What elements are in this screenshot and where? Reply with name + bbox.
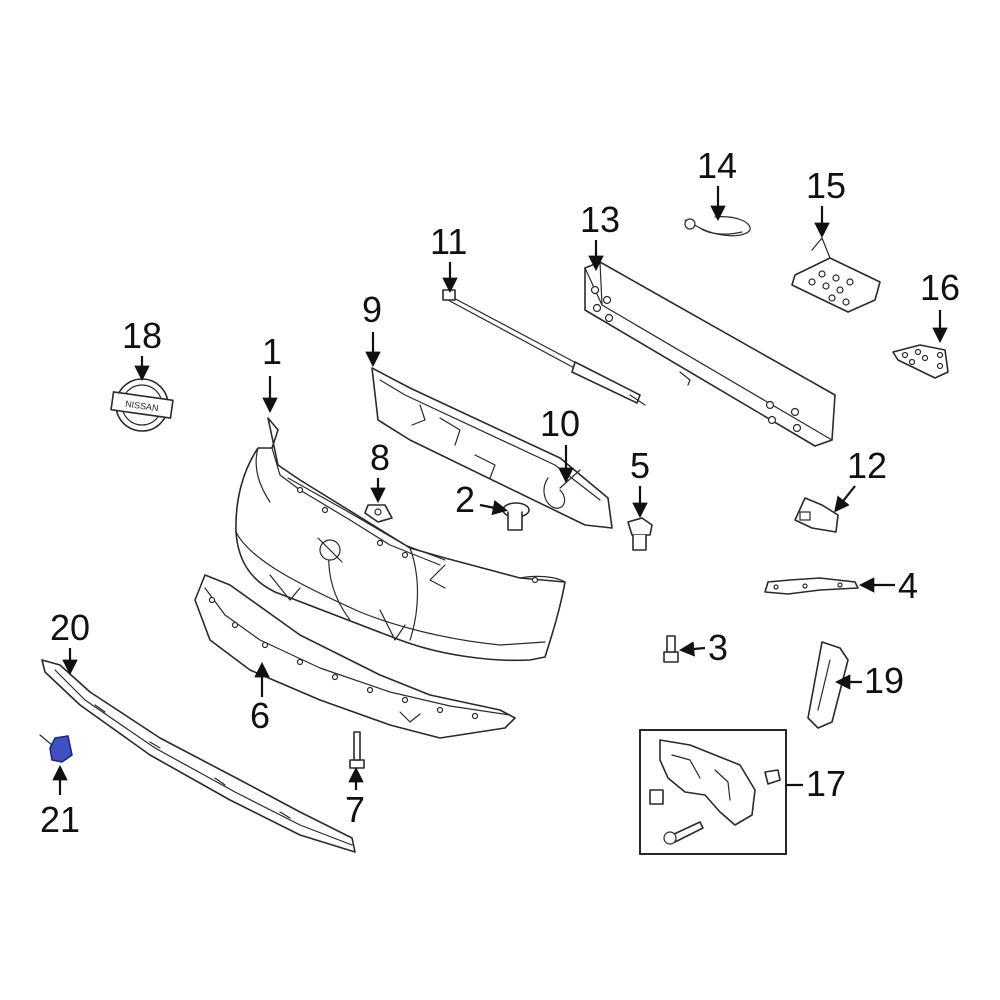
callout-label-1: 1 [262,331,282,372]
callout-8: 8 [370,437,390,504]
callout-label-16: 16 [920,267,960,308]
part-3-bolt[interactable] [663,635,679,663]
callout-4: 4 [858,565,918,606]
part-13-bumper-reinforcement[interactable] [584,261,836,447]
part-21-clip-highlighted[interactable] [39,734,73,763]
callout-label-19: 19 [864,660,904,701]
part-17-license-bracket-kit[interactable] [639,729,787,855]
part-2-clip[interactable] [502,502,530,531]
callout-label-8: 8 [370,437,390,478]
part-17-frame [639,729,787,855]
callout-10: 10 [540,403,580,484]
callout-6: 6 [250,661,270,736]
callout-19: 19 [834,660,904,701]
callout-label-21: 21 [40,799,80,840]
callout-16: 16 [920,267,960,344]
callout-label-10: 10 [540,403,580,444]
callout-label-11: 11 [430,221,467,262]
part-19-reflector[interactable] [807,641,849,729]
callout-label-7: 7 [345,789,365,830]
callout-13: 13 [580,199,620,272]
callout-label-12: 12 [847,445,887,486]
part-1-bumper-cover[interactable] [235,417,566,662]
callout-label-15: 15 [806,165,846,206]
callout-3: 3 [678,627,728,668]
part-15-bracket-plate[interactable] [791,237,881,313]
part-4-bracket-strip[interactable] [764,577,859,595]
callout-label-18: 18 [122,315,162,356]
callout-11: 11 [430,221,467,294]
callout-label-9: 9 [362,289,382,330]
callout-label-14: 14 [697,145,737,186]
part-5-clip[interactable] [627,517,653,551]
callout-label-4: 4 [898,565,918,606]
callout-18: 18 [122,315,162,382]
part-18-emblem[interactable]: NISSAN [110,378,174,432]
callout-14: 14 [697,145,737,222]
part-12-bracket[interactable] [794,497,839,533]
callout-label-17: 17 [806,763,846,804]
callout-label-5: 5 [630,445,650,486]
callout-label-13: 13 [580,199,620,240]
callout-21: 21 [40,764,80,840]
part-9-energy-absorber[interactable] [371,367,613,529]
part-20-lower-bar[interactable] [41,659,356,853]
part-16-small-bracket[interactable] [892,344,949,379]
part-7-screw[interactable] [349,731,365,769]
callout-15: 15 [806,165,846,239]
callout-20: 20 [50,607,90,676]
callout-7: 7 [345,766,365,830]
callout-label-2: 2 [455,479,475,520]
callout-label-20: 20 [50,607,90,648]
part-14-strap[interactable] [684,216,751,237]
part-6-lower-spoiler[interactable] [194,574,516,739]
callout-2: 2 [455,479,509,520]
callout-5: 5 [630,445,650,519]
callout-label-6: 6 [250,695,270,736]
callout-9: 9 [362,289,382,368]
emblem-logo-text: NISSAN [125,399,160,414]
part-8-bracket[interactable] [364,504,393,523]
callout-17: 17 [786,763,846,804]
callout-label-3: 3 [708,627,728,668]
callout-1: 1 [262,331,282,414]
callout-12: 12 [834,445,887,513]
